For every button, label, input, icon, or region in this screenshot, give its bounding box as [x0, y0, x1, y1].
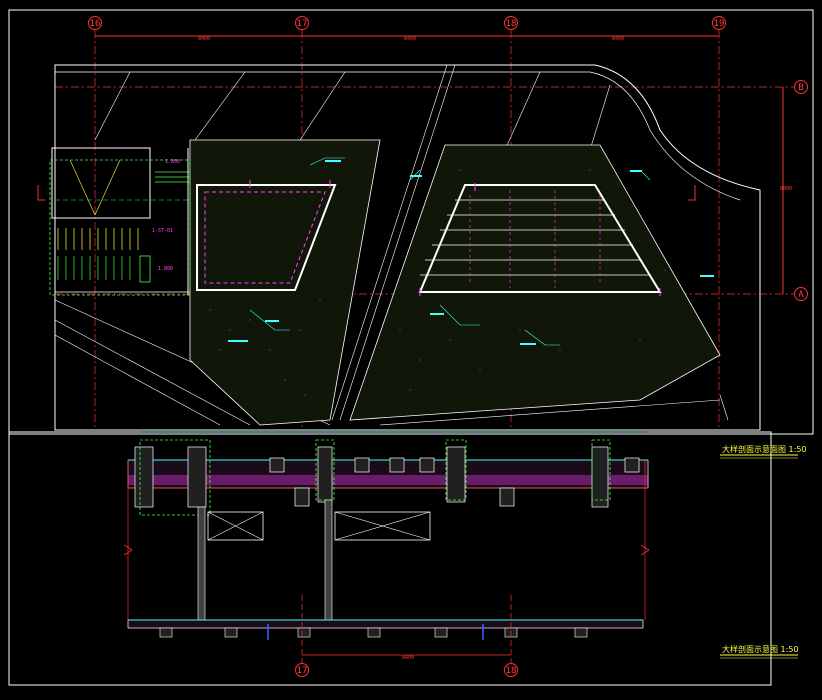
- axis-label-19: 19: [714, 19, 725, 29]
- section-axis-bubble-18: [504, 663, 518, 677]
- stair-elevation-upper: 1.800: [165, 159, 180, 165]
- axis-label-17: 17: [297, 19, 308, 29]
- section-axis-label-17: 17: [297, 666, 308, 676]
- plan-view: 1-ST-01 1.800 1.800: [37, 64, 761, 431]
- axis-bubble-17: [295, 16, 309, 30]
- section-view: 8400 17 18 大样剖面示意面图 1:50 大样剖面示意图 1:50: [123, 431, 807, 677]
- svg-text:8400: 8400: [404, 36, 416, 42]
- panel-tag: 1-ST-01: [152, 228, 173, 234]
- axis-bubble-b: [794, 80, 808, 94]
- axis-label-b: B: [798, 83, 803, 93]
- section-axis-bubble-17: [295, 663, 309, 677]
- left-pit-outline: [196, 184, 337, 291]
- axis-label-18: 18: [506, 19, 517, 29]
- svg-text:8400: 8400: [612, 36, 624, 42]
- stair-elevation-lower: 1.800: [158, 266, 173, 272]
- axis-label-16: 16: [90, 19, 101, 29]
- svg-text:6000: 6000: [780, 186, 792, 192]
- axis-bubble-16: [88, 16, 102, 30]
- axis-bubble-a: [794, 287, 808, 301]
- axis-bubble-19: [712, 16, 726, 30]
- sheet-border: [8, 9, 814, 435]
- axis-label-a: A: [798, 290, 804, 300]
- svg-text:8400: 8400: [402, 655, 414, 661]
- section-axis-label-18: 18: [506, 666, 517, 676]
- svg-text:8400: 8400: [198, 36, 210, 42]
- section-title-upper: 大样剖面示意面图 1:50: [722, 444, 807, 454]
- axis-bubble-18: [504, 16, 518, 30]
- section-title-lower: 大样剖面示意图 1:50: [722, 644, 799, 654]
